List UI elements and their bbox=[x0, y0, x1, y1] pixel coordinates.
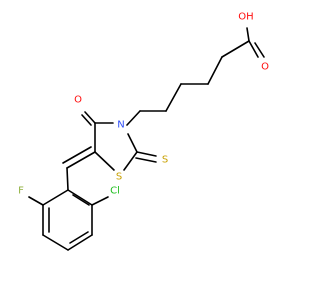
structure-svg: OH O O N S S Cl F bbox=[18, 12, 269, 251]
atom-label-n: N bbox=[117, 120, 124, 131]
bond bbox=[135, 157, 157, 163]
bond bbox=[207, 56, 223, 85]
bond bbox=[91, 196, 109, 206]
atom-label-s-thione: S bbox=[162, 155, 168, 166]
bond bbox=[81, 114, 92, 126]
bond bbox=[127, 133, 138, 153]
atom-label-f: F bbox=[18, 186, 24, 197]
atom-label-o-acid: O bbox=[261, 62, 269, 73]
bond bbox=[42, 189, 69, 206]
bond bbox=[66, 151, 96, 169]
bond bbox=[165, 83, 182, 112]
bond bbox=[72, 194, 90, 206]
bond bbox=[67, 189, 93, 206]
bond bbox=[67, 234, 93, 251]
atom-label-s-ring: S bbox=[116, 172, 122, 183]
bond bbox=[94, 151, 115, 171]
atom-label-oh: OH bbox=[238, 12, 253, 23]
bond bbox=[42, 234, 69, 251]
bond bbox=[254, 42, 265, 58]
bond bbox=[246, 27, 250, 42]
atom-label-o-ring: O bbox=[74, 95, 82, 106]
molecule-diagram: OH O O N S S Cl F bbox=[18, 12, 269, 251]
bond bbox=[62, 146, 92, 164]
bond bbox=[136, 151, 157, 157]
bond bbox=[248, 40, 259, 58]
bond bbox=[221, 40, 250, 58]
bond bbox=[84, 111, 96, 124]
bond bbox=[28, 196, 44, 206]
atom-label-cl: Cl bbox=[110, 186, 120, 197]
bond bbox=[123, 151, 138, 171]
bond bbox=[66, 167, 69, 191]
bond bbox=[69, 231, 89, 244]
bond bbox=[126, 110, 141, 126]
